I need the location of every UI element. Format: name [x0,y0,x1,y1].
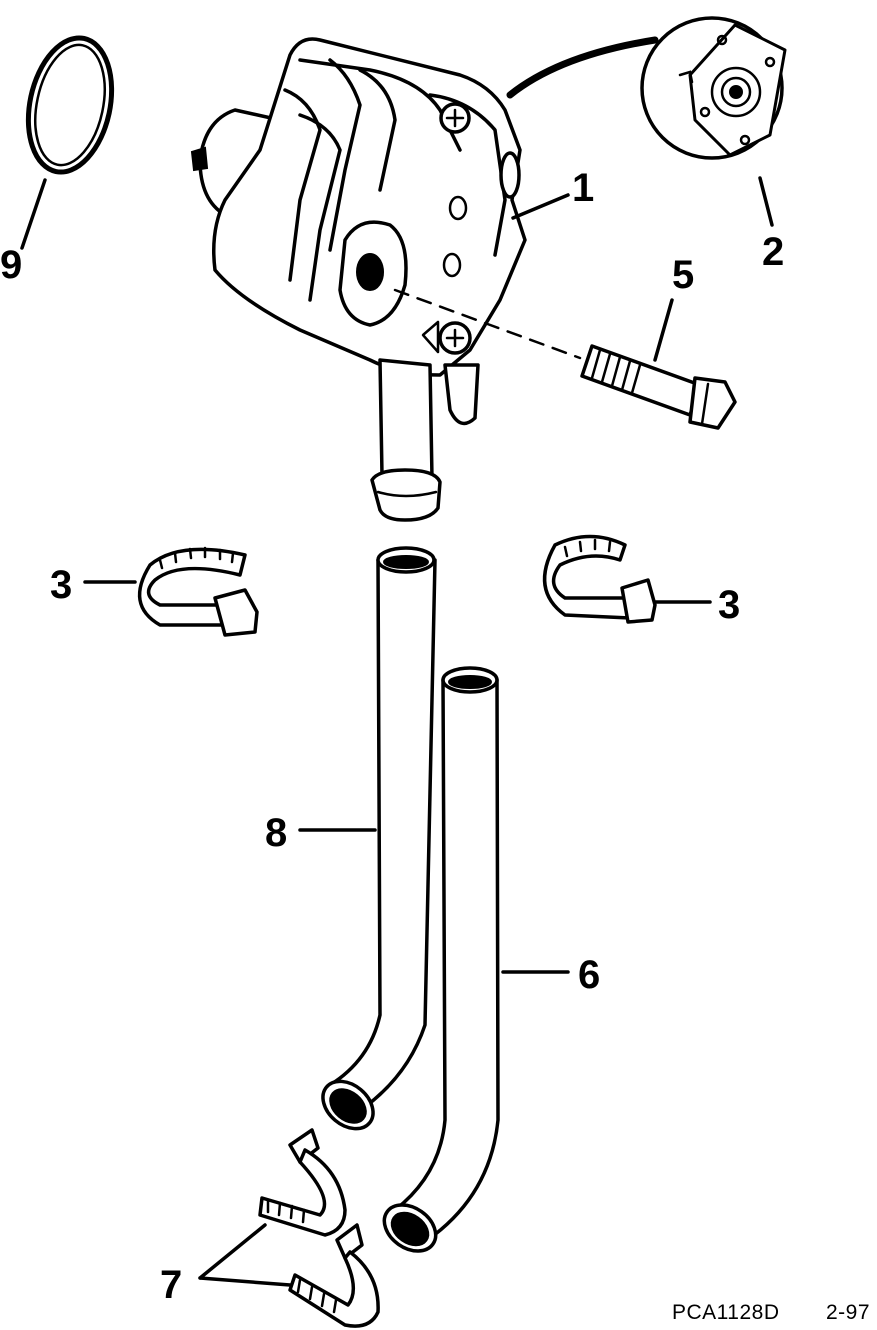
diaphragm-detail-icon [506,16,787,160]
hose-icon [321,546,437,1131]
hose-clamp-icon [137,546,259,637]
callout-9: 9 [0,243,23,287]
callout-1: 1 [572,166,595,210]
leader-lines [20,176,774,1287]
hose-clamp-icon [258,1128,380,1328]
callout-6: 6 [578,953,601,997]
hose-icon [382,666,500,1253]
figure-code: PCA1128D [672,1301,780,1324]
fuel-pump-icon [190,37,527,522]
callout-7: 7 [160,1263,183,1307]
bolt-icon [393,288,737,430]
callout-8: 8 [265,811,288,855]
o-ring-icon [25,35,115,175]
callout-3-left: 3 [50,563,73,607]
callout-2: 2 [762,230,785,274]
callout-5: 5 [672,253,695,297]
revision-date: 2-97 [826,1301,871,1324]
hose-clamp-icon [542,534,657,624]
callout-3-right: 3 [718,583,741,627]
